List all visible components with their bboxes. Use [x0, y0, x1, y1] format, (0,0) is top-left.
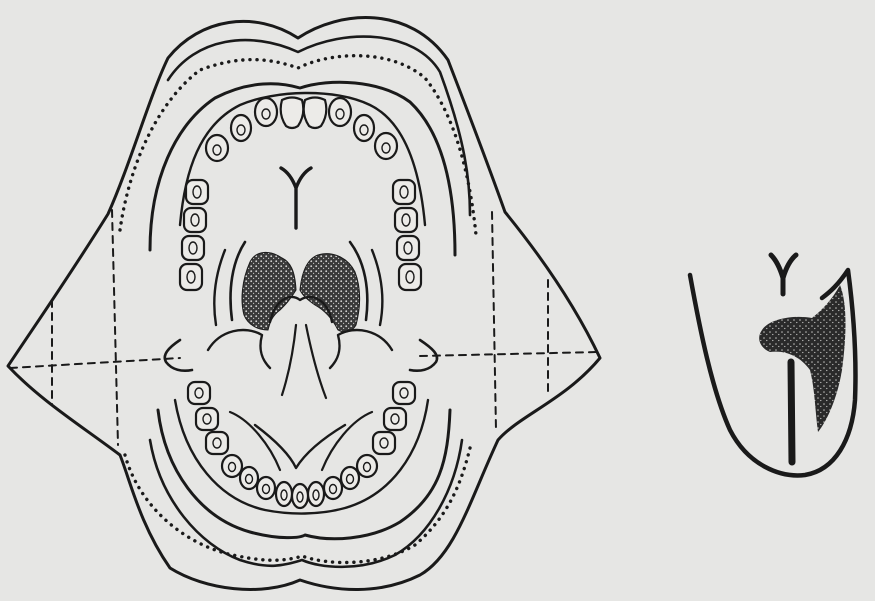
tongue-median-left [282, 325, 296, 395]
tongue-median-groove [791, 362, 792, 462]
dashed-guides [10, 210, 598, 445]
upper-teeth [180, 98, 421, 291]
right-tonsil-shading [300, 254, 360, 332]
tongue-y-mark [771, 255, 796, 294]
tongue-shading [759, 285, 845, 432]
left-commissure [165, 340, 192, 371]
tongue-diagram [690, 255, 855, 475]
tongue-median-right [306, 325, 326, 398]
palate-y-mark [281, 168, 311, 228]
left-tonsil-shading [242, 252, 296, 330]
right-fauces [372, 250, 382, 325]
tongue-body [208, 330, 392, 368]
left-fauces [214, 250, 225, 325]
mouth-diagram [8, 18, 600, 590]
